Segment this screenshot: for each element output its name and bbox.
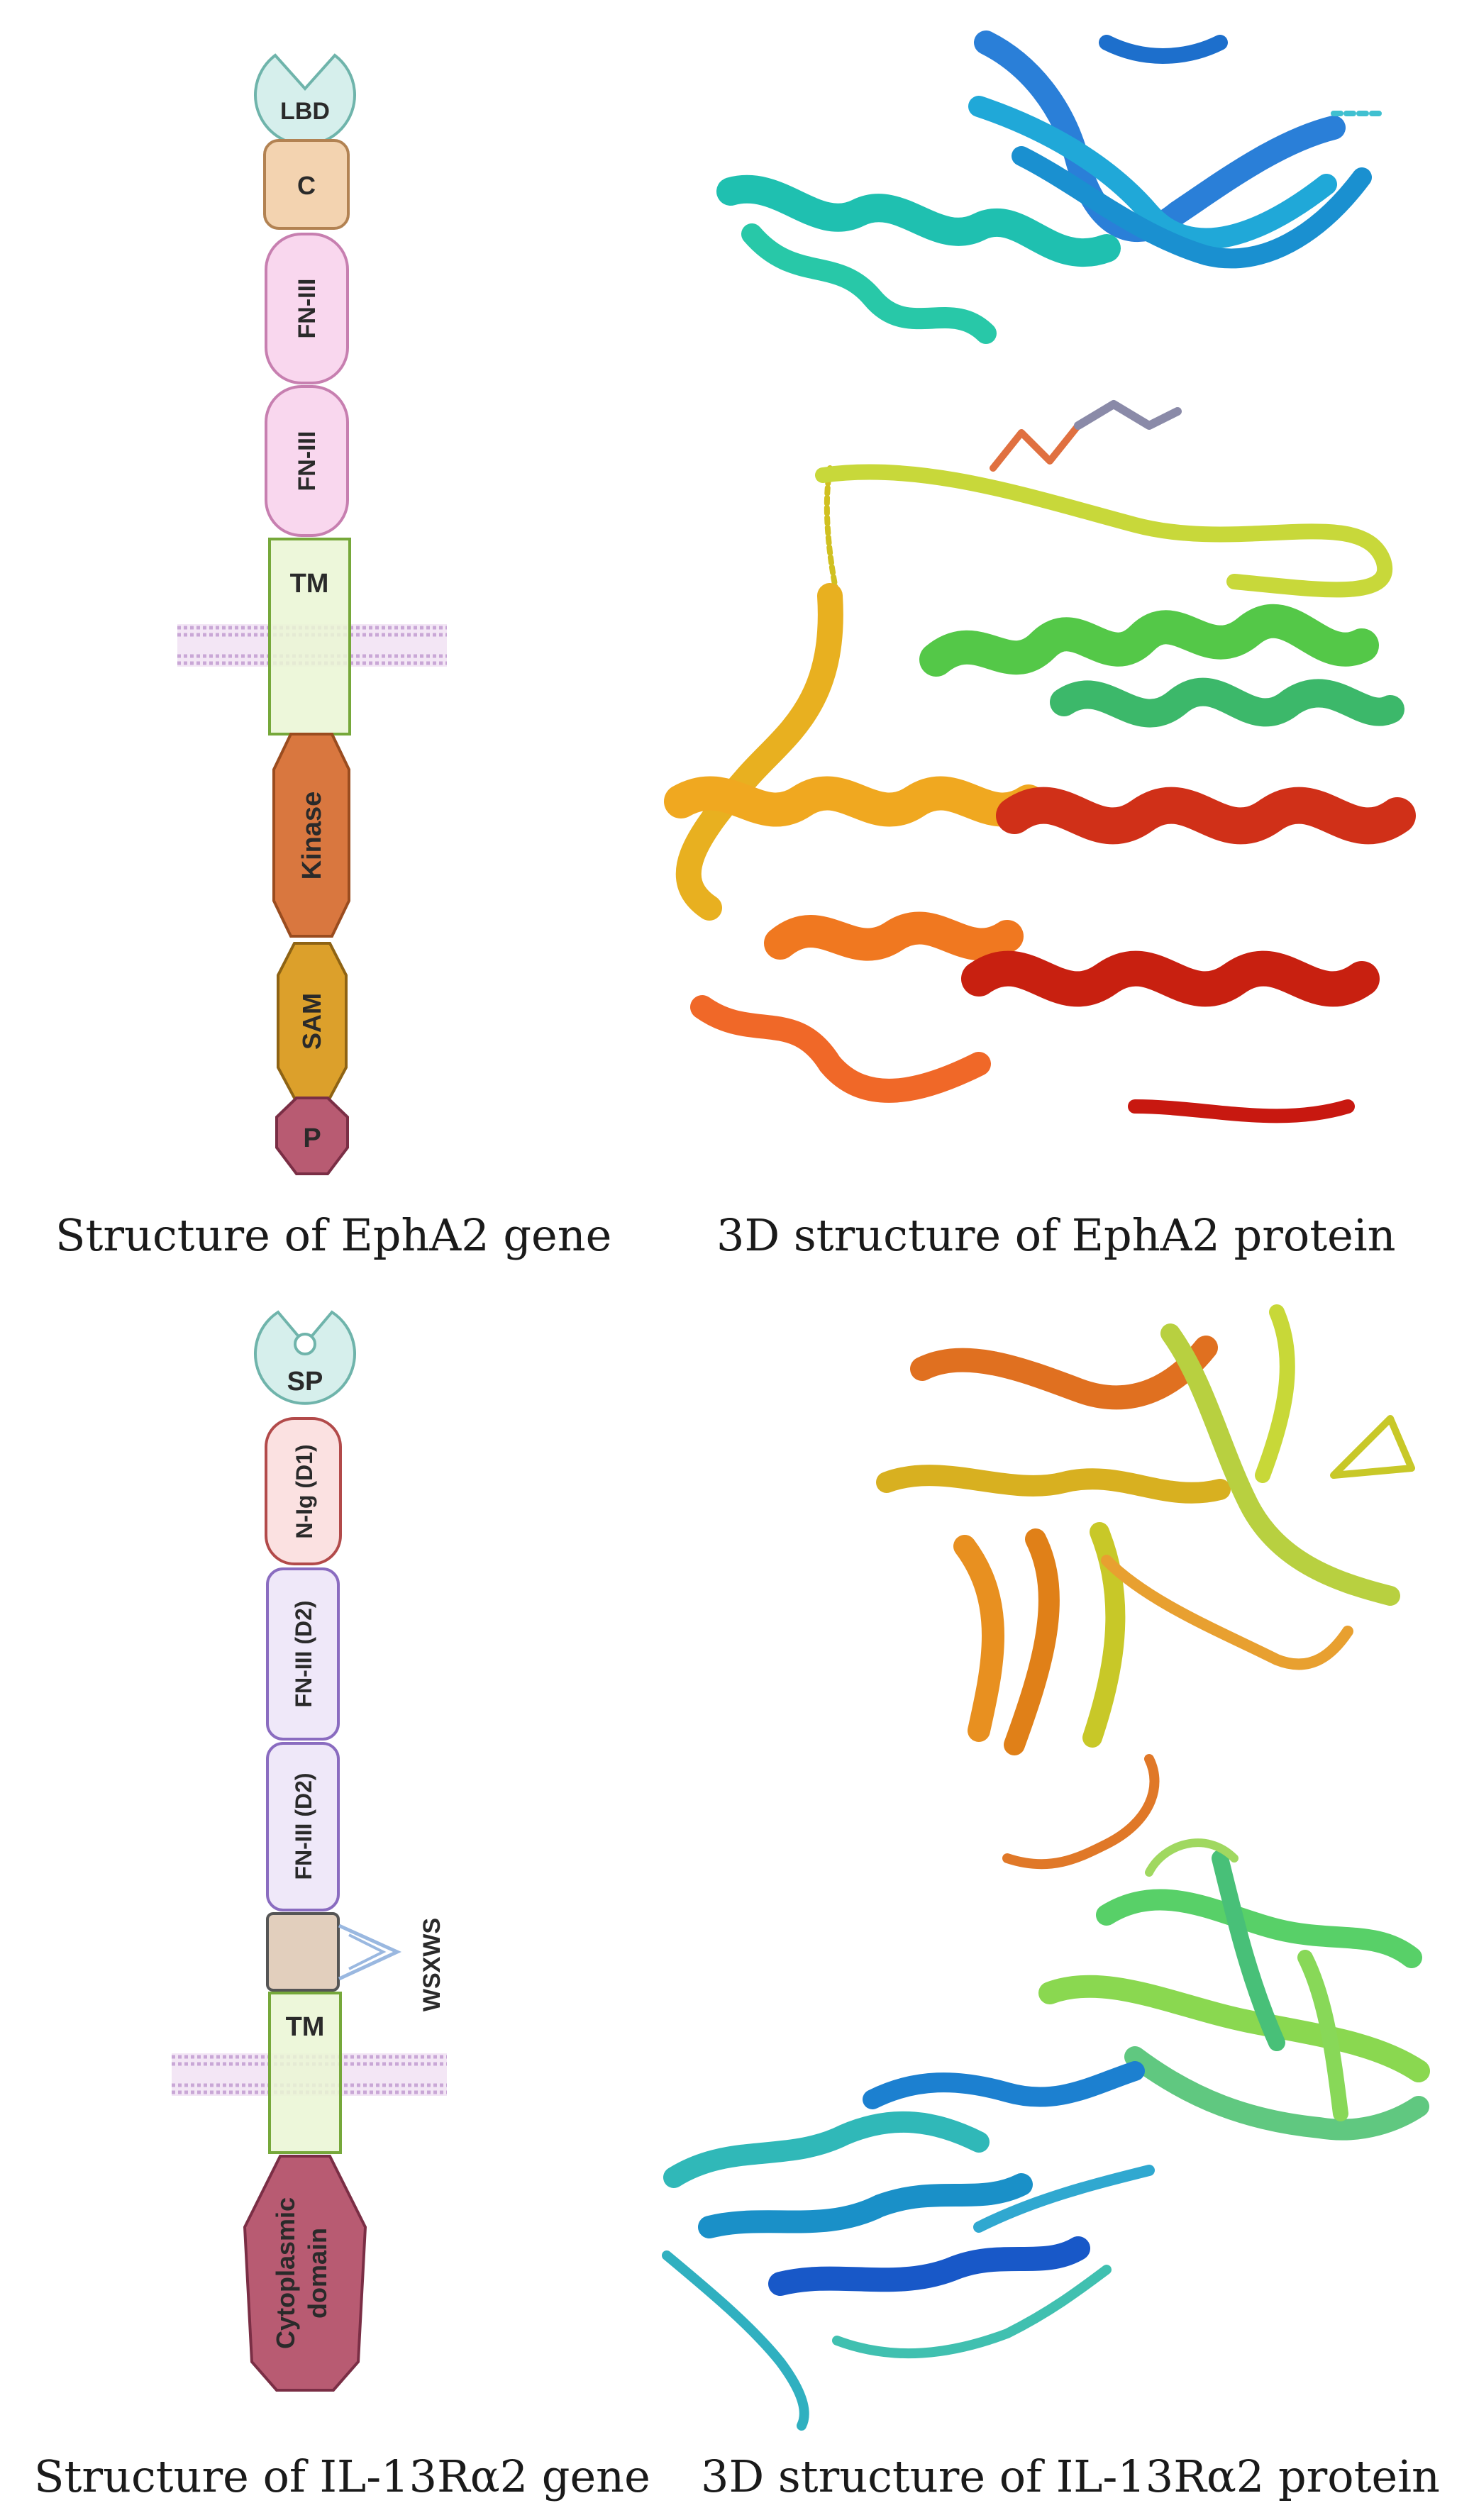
- cytoplasmic-label-1: Cytoplasmic: [271, 2197, 300, 2349]
- fn3-label-2: FN-III: [294, 431, 321, 492]
- sam-domain: SAM: [277, 942, 348, 1099]
- caption-epha2-protein: 3D structure of EphA2 protein: [716, 1209, 1396, 1261]
- c-domain: C: [263, 139, 350, 230]
- caption-il13ra2-protein: 3D structure of IL-13Rα2 protein: [701, 2450, 1440, 2502]
- nig-d1-domain: N-Ig (D1): [265, 1417, 342, 1565]
- lbd-label: LBD: [280, 98, 330, 125]
- fn3-d2-label-2: FN-III (D2): [291, 1772, 316, 1880]
- tm-domain-1: TM: [268, 538, 351, 736]
- kinase-domain: Kinase: [272, 733, 350, 938]
- sp-label: SP: [287, 1367, 323, 1397]
- p-label: P: [303, 1123, 321, 1153]
- tm-label-2: TM: [286, 2012, 325, 2042]
- sam-label: SAM: [297, 993, 326, 1050]
- fn3-domain-1: FN-III: [265, 233, 349, 384]
- fn3-d2-label-1: FN-III (D2): [291, 1600, 316, 1707]
- p-domain: P: [275, 1097, 349, 1175]
- caption-epha2-gene: Structure of EphA2 gene: [55, 1209, 612, 1261]
- fn3-domain-2: FN-III: [265, 385, 349, 537]
- c-label: C: [297, 171, 316, 200]
- kinase-label: Kinase: [297, 792, 327, 880]
- cytoplasmic-domain: Cytoplasmic domain: [243, 2155, 367, 2392]
- fn3-d2-domain-2: FN-III (D2): [266, 1742, 340, 1911]
- caption-il13ra2-gene: Structure of IL-13Rα2 gene: [34, 2450, 650, 2502]
- wsxws-label: WSXWS: [419, 1918, 445, 2011]
- tm-label-1: TM: [290, 569, 329, 599]
- nig-label: N-Ig (D1): [292, 1444, 317, 1538]
- cytoplasmic-label-2: domain: [303, 2228, 332, 2319]
- fn3-d2-domain-1: FN-III (D2): [266, 1567, 340, 1741]
- wsxws-box: WSXWS: [266, 1912, 445, 2011]
- fn3-label-1: FN-III: [294, 279, 321, 339]
- tm-domain-2: TM: [268, 1992, 342, 2154]
- sp-domain: SP: [254, 1310, 356, 1405]
